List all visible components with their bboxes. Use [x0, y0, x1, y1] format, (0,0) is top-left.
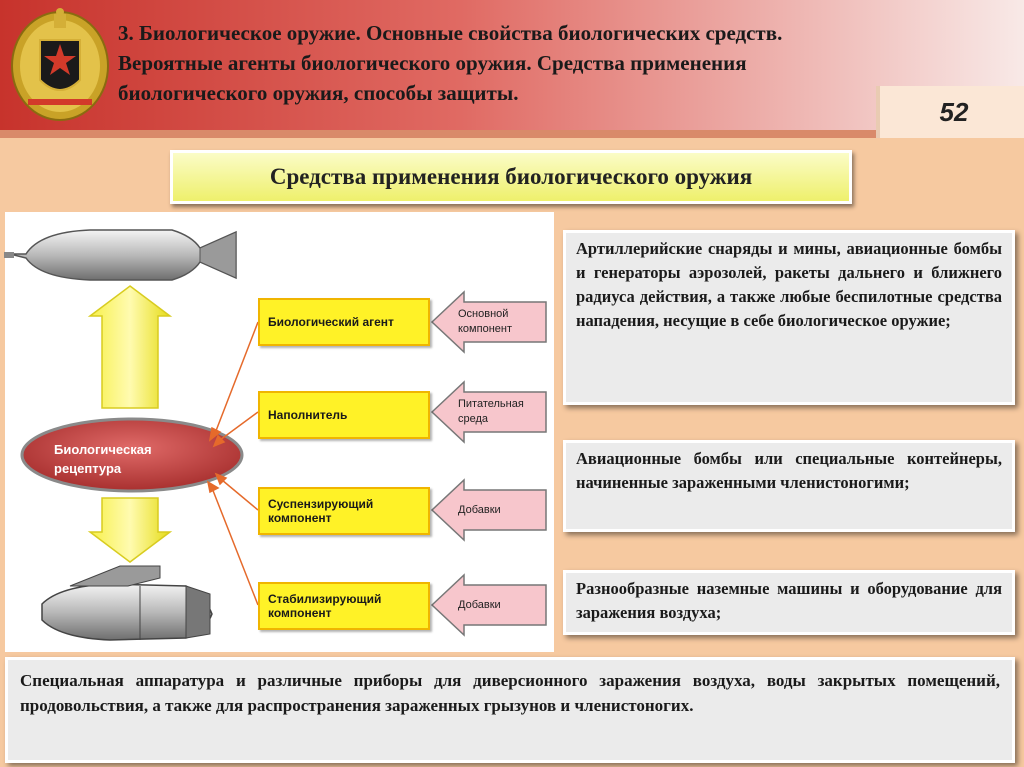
component-box-filler: Наполнитель: [258, 391, 430, 439]
header-banner: [0, 0, 1024, 130]
info-box-containers: Авиационные бомбы или специальные контей…: [563, 440, 1015, 532]
role-label-additives-1: Добавки: [458, 504, 501, 516]
connector-arrows: [206, 321, 259, 606]
component-box-biological-agent: Биологический агент: [258, 298, 430, 346]
role-arrow-4: [430, 573, 547, 637]
receptura-ellipse: [20, 417, 244, 493]
component-label: Суспензирующий компонент: [268, 497, 374, 525]
component-label: Стабилизирующий компонент: [268, 592, 382, 620]
section-title: Средства применения биологического оружи…: [170, 150, 852, 204]
role-label-main: Основной компонент: [458, 308, 512, 335]
aerosol-container-icon: [41, 565, 213, 641]
role-arrow-1: [430, 290, 547, 354]
component-label: Наполнитель: [268, 408, 348, 422]
info-box-artillery: Артиллерийские снаряды и мины, авиационн…: [563, 230, 1015, 405]
bottom-info-box: Специальная аппаратура и различные прибо…: [5, 657, 1015, 763]
down-arrow-icon: [87, 497, 173, 563]
component-label: Биологический агент: [268, 315, 394, 329]
up-arrow-icon: [87, 285, 173, 409]
info-box-ground-vehicles: Разнообразные наземные машины и оборудов…: [563, 570, 1015, 635]
role-label-additives-2: Добавки: [458, 599, 501, 611]
role-arrow-3: [430, 478, 547, 542]
component-box-stabilizing: Стабилизирующий компонент: [258, 582, 430, 630]
role-arrow-2: [430, 380, 547, 444]
header-band: [0, 130, 1024, 138]
receptura-label: Биологическая рецептура: [54, 442, 152, 476]
military-emblem-icon: [11, 8, 109, 121]
role-label-nutrient: Питательная среда: [458, 398, 524, 425]
slide-title: 3. Биологическое оружие. Основные свойст…: [118, 21, 783, 105]
component-box-suspending: Суспензирующий компонент: [258, 487, 430, 535]
page-number: 52: [876, 86, 1024, 138]
aviation-bomb-icon: [4, 229, 237, 281]
